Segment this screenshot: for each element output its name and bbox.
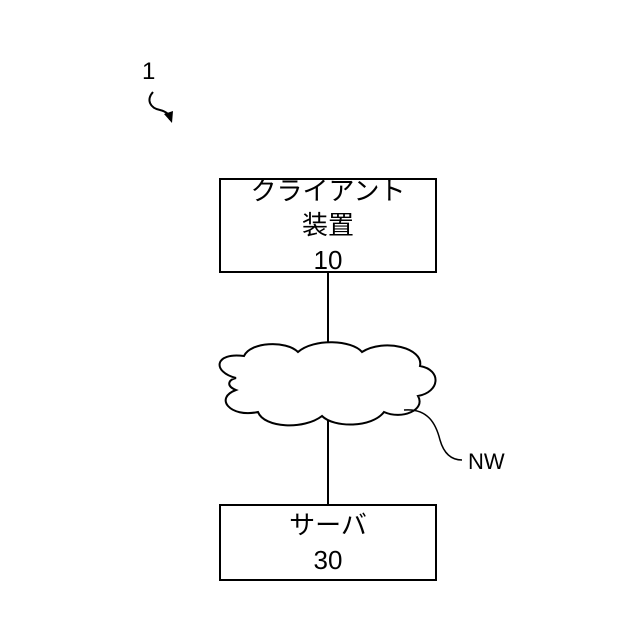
server-box: サーバ 30 [219,504,437,581]
client-number: 10 [314,243,343,277]
client-device-box: クライアント 装置 10 [219,178,437,273]
client-name-line1: クライアント [251,175,406,209]
client-name-line2: 装置 [302,209,354,243]
network-label: NW [468,450,505,474]
figure-reference-number: 1 [142,60,155,84]
server-number: 30 [314,543,343,577]
server-name: サーバ [289,509,367,543]
network-leader-line [404,410,462,460]
network-cloud-icon [220,342,436,425]
